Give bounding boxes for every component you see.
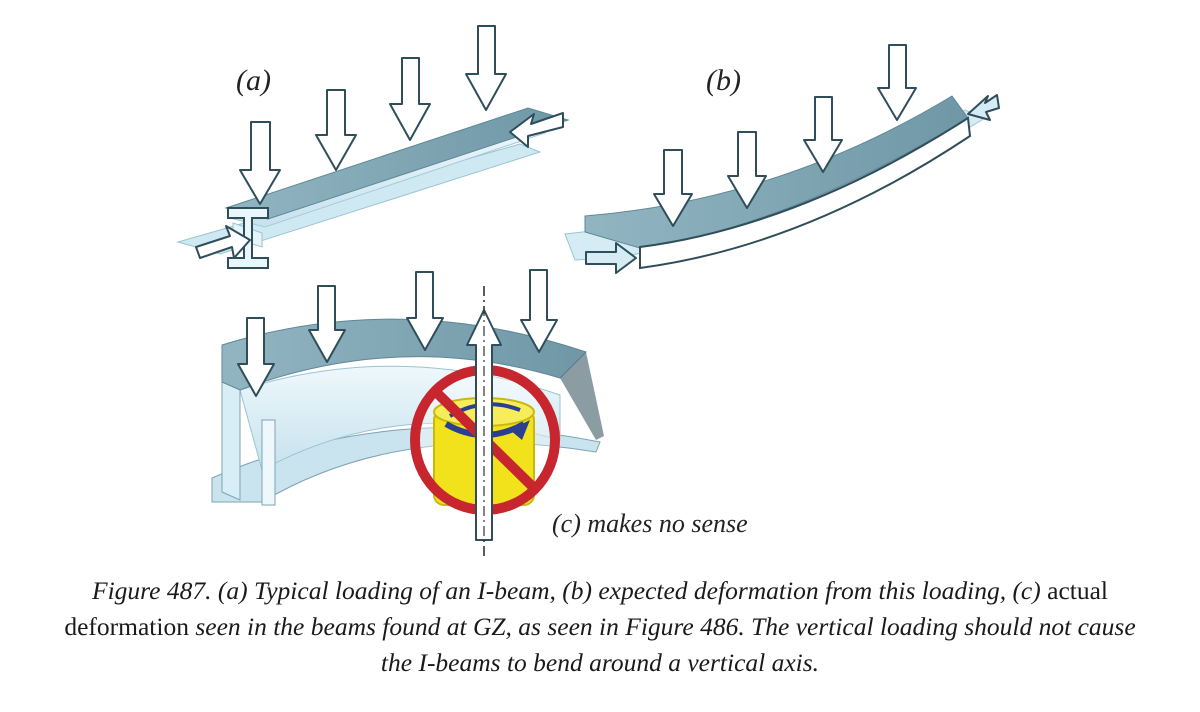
beam-b-web (639, 116, 972, 270)
figure-caption: Figure 487. (a) Typical loading of an I-… (20, 573, 1180, 681)
caption-prefix: Figure 487. (a) Typical loading of an I-… (92, 576, 1041, 605)
beam-a-load-arrow-4 (465, 25, 507, 111)
beam-a-load-arrow-1 (239, 121, 281, 205)
caption-middle: seen in the beams found at GZ, as seen i… (195, 612, 1136, 641)
beam-c-load-arrow-2 (308, 285, 346, 363)
beam-c-load-arrow-4 (520, 269, 558, 353)
beam-b-load-arrow-1 (653, 149, 693, 227)
beam-a-axial-arrow-right (509, 112, 564, 148)
beam-a-load-arrow-2 (315, 89, 357, 171)
beam-a (176, 25, 570, 269)
beam-a-load-arrow-3 (389, 57, 431, 141)
panel-note-c: (c) makes no sense (552, 509, 748, 538)
vertical-axis-arrow (466, 309, 502, 541)
caption-word-deformation: deformation (64, 612, 189, 641)
panel-label-b: (b) (706, 64, 741, 97)
caption-end: the I-beams to bend around a vertical ax… (380, 648, 820, 677)
beam-b-axial-arrow-right (967, 94, 1000, 121)
beam-b-axial-arrow-left (585, 242, 637, 274)
caption-word-actual: actual (1047, 576, 1108, 605)
beam-c-load-arrow-3 (406, 271, 444, 351)
beam-b-load-arrow-4 (877, 44, 917, 121)
panel-label-a: (a) (236, 64, 271, 97)
beam-c (211, 269, 604, 560)
beam-b (564, 44, 1000, 274)
beam-b-load-arrow-2 (727, 131, 767, 209)
beam-a-top-flange (224, 107, 570, 220)
beam-b-load-arrow-3 (803, 96, 843, 173)
beam-c-load-arrow-1 (237, 317, 275, 397)
beam-a-axial-arrow-left (195, 225, 251, 259)
